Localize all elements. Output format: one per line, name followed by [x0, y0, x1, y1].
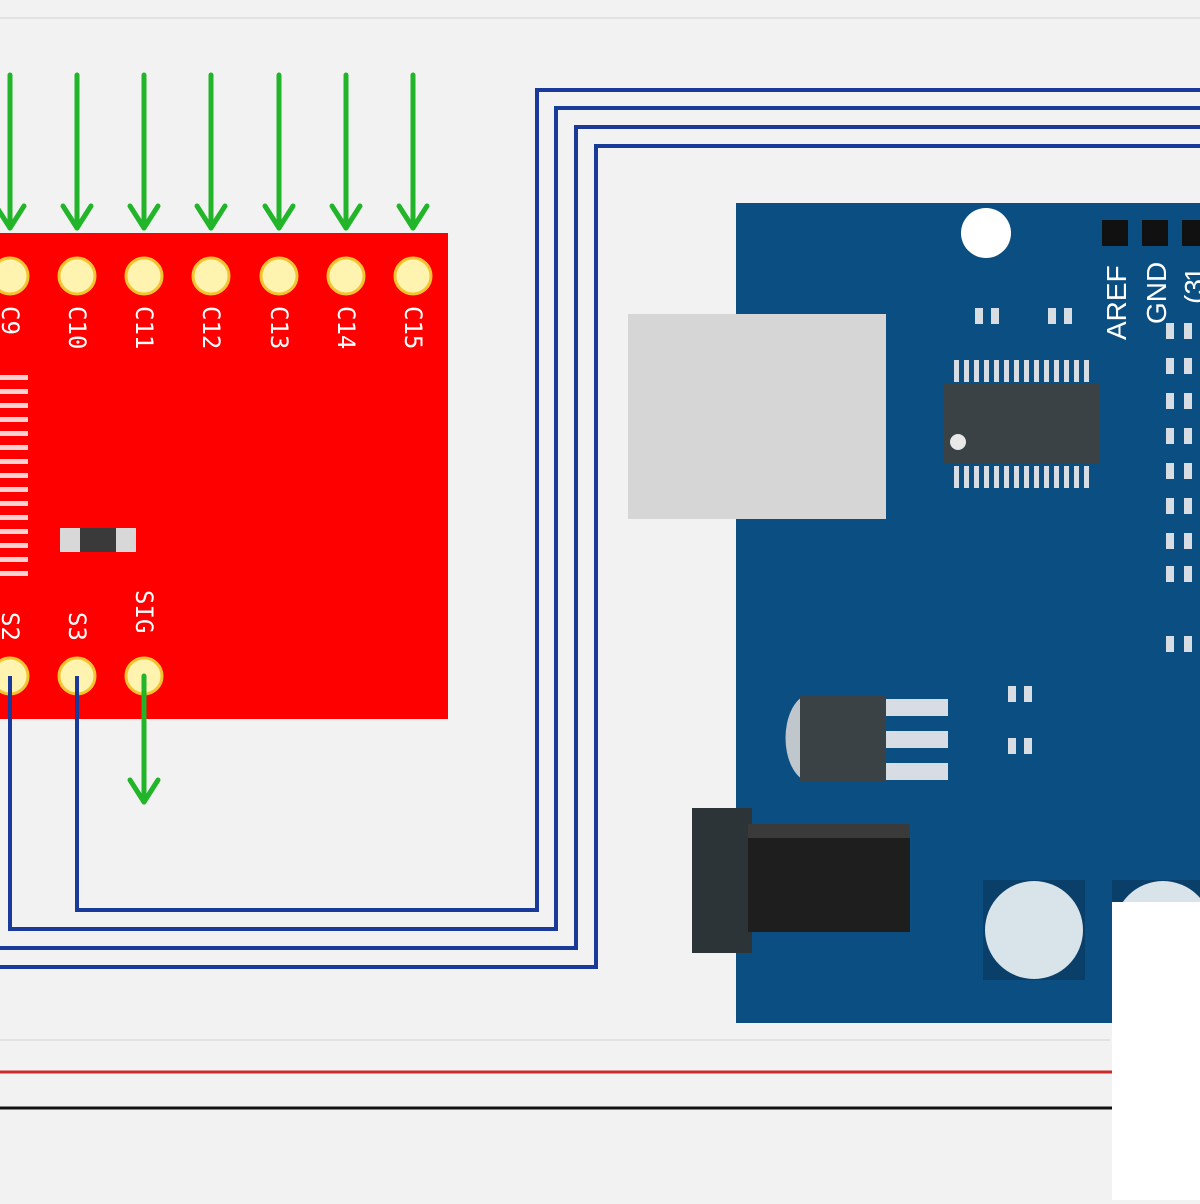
- wire-s3: [75, 88, 1200, 912]
- pin-label-c9: C9: [0, 306, 24, 335]
- pad-c9: [0, 256, 30, 296]
- channel-input-arrows: [0, 72, 430, 231]
- pin-label-s3: S3: [63, 612, 91, 641]
- arrow-c15: [396, 72, 430, 231]
- select-wires: [0, 88, 1200, 969]
- dc-barrel-jack: [692, 808, 910, 953]
- arduino-board: AREF GND 1 (3: [628, 203, 1200, 1023]
- breadboard-guides: [0, 17, 1200, 1041]
- pad-s2: [0, 656, 30, 696]
- pin-label-c12: C12: [197, 306, 225, 349]
- pad-c11: [124, 256, 164, 296]
- arduino-header: [1102, 220, 1200, 246]
- arrow-c10: [60, 72, 94, 231]
- arduino-pad-column: [1166, 323, 1192, 652]
- mux-bottom-pads: [0, 656, 164, 696]
- arrow-c12: [194, 72, 228, 231]
- mounting-hole: [961, 208, 1011, 258]
- header-label-gnd: GND: [1141, 262, 1172, 324]
- pin-label-s2: S2: [0, 612, 24, 641]
- pad-c12: [191, 256, 231, 296]
- pin-label-c14: C14: [332, 306, 360, 349]
- usb-serial-chip: [944, 360, 1100, 488]
- mux-top-pads: [0, 256, 433, 296]
- arrow-c11: [127, 72, 161, 231]
- header-label-13: 1: [1179, 266, 1200, 282]
- pin-label-c11: C11: [130, 306, 158, 349]
- pin-label-c15: C15: [399, 306, 427, 349]
- header-label-partial: (3: [1179, 279, 1200, 304]
- pad-c10: [57, 256, 97, 296]
- pad-c13: [259, 256, 299, 296]
- arrow-c13: [262, 72, 296, 231]
- wire-s2: [8, 106, 1200, 931]
- pin-label-c10: C10: [63, 306, 91, 349]
- smd-components: [975, 308, 1072, 754]
- pad-c15: [393, 256, 433, 296]
- arrow-c9: [0, 72, 27, 231]
- wire-s1: [0, 125, 1200, 950]
- pin-label-sig: SIG: [130, 590, 158, 633]
- usb-connector: [628, 314, 886, 519]
- header-label-aref: AREF: [1101, 265, 1132, 340]
- smd-resistor: [60, 528, 136, 552]
- wire-s0: [0, 144, 1200, 969]
- mux-breakout-board: C9 C10 C11 C12 C13 C14 C15 S2 S3 SIG: [0, 233, 448, 719]
- mux-chip-leads: [0, 375, 28, 576]
- pin-label-c13: C13: [265, 306, 293, 349]
- voltage-regulator: [785, 695, 948, 781]
- arrow-c14: [329, 72, 363, 231]
- white-overlay: [1112, 902, 1200, 1202]
- pad-c14: [326, 256, 366, 296]
- sig-output-arrow: [127, 673, 161, 805]
